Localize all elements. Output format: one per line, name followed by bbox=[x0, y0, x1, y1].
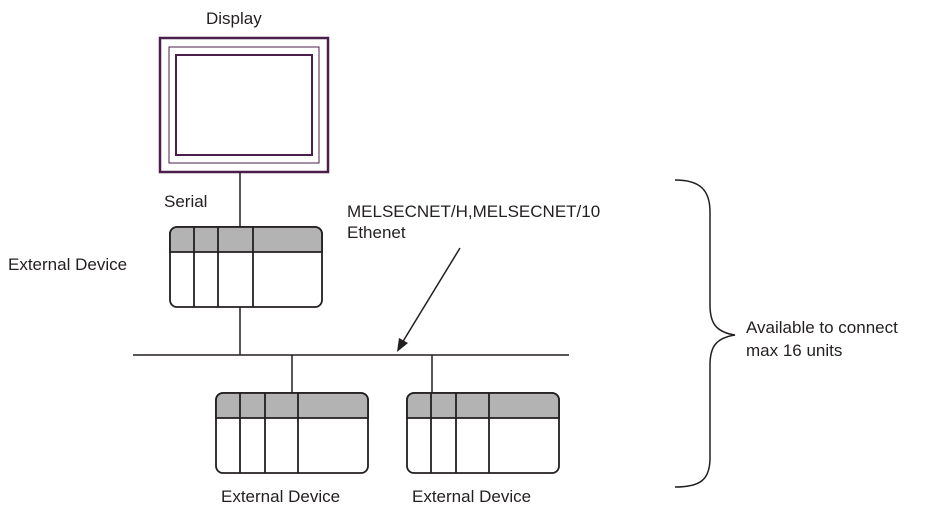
external-device-top-icon bbox=[169, 226, 323, 308]
display-label: Display bbox=[206, 9, 262, 28]
external-device-bottom-right-label: External Device bbox=[412, 487, 532, 506]
serial-label: Serial bbox=[164, 192, 208, 211]
external-device-bottom-left-label: External Device bbox=[221, 487, 341, 506]
display-icon bbox=[158, 36, 330, 174]
capacity-note-line2: max 16 units bbox=[746, 341, 843, 360]
external-device-top-label: External Device bbox=[8, 255, 128, 274]
external-device-bottom-left-icon bbox=[215, 392, 369, 474]
curly-brace bbox=[674, 179, 736, 488]
network-label-line2: Ethenet bbox=[347, 223, 406, 242]
external-device-bottom-right-icon bbox=[406, 392, 560, 474]
network-label-line1: MELSECNET/H,MELSECNET/10 bbox=[347, 202, 601, 221]
network-pointer-arrow bbox=[397, 247, 461, 352]
capacity-note-line1: Available to connect bbox=[746, 318, 898, 337]
